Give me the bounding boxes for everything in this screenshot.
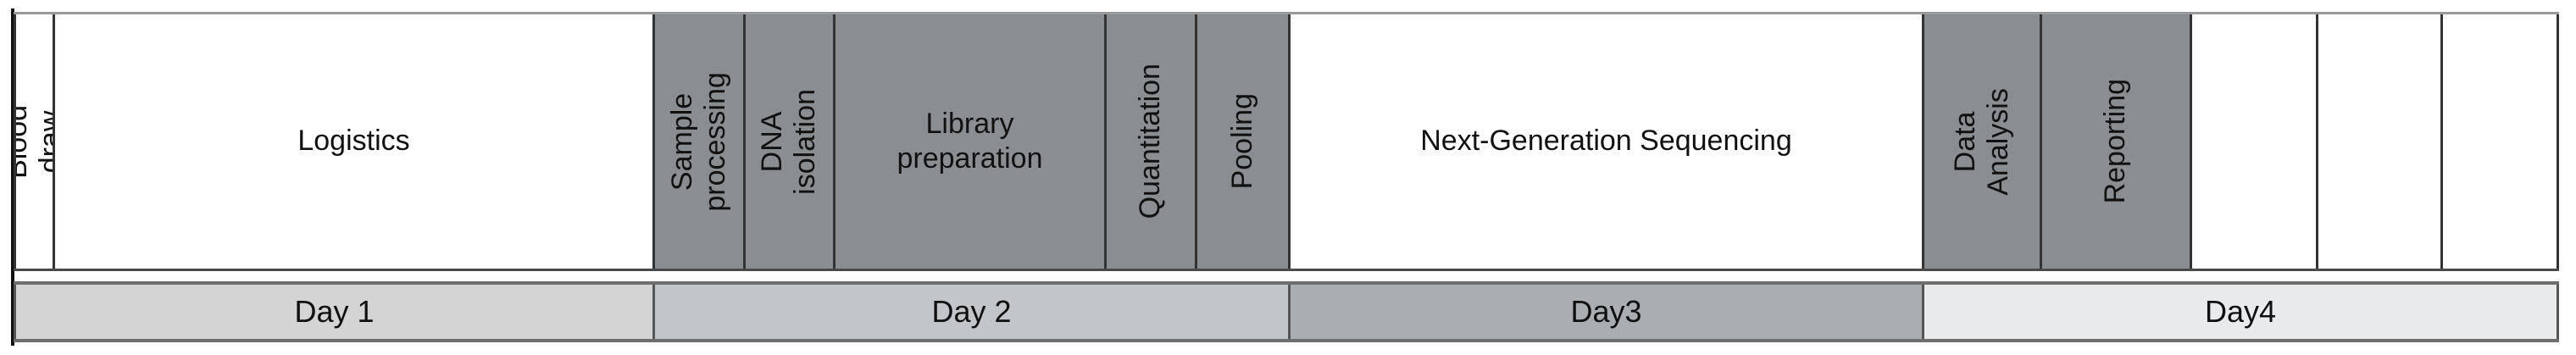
process-step-label: DNA isolation (756, 88, 822, 195)
process-step-logistics: Logistics (53, 14, 652, 269)
day-band-day-2: Day 2 (652, 285, 1288, 339)
process-step-label: Reporting (2099, 79, 2132, 204)
process-step-label: Sample processing (665, 71, 732, 212)
day-band-row: Day 1 Day 2 Day3 Day4 (14, 281, 2559, 342)
process-step-library-preparation: Library preparation (833, 14, 1104, 269)
process-step-blood-draw: Blood draw (14, 14, 53, 269)
day-band-day-1: Day 1 (14, 285, 652, 339)
process-step-label: Blood draw (14, 104, 53, 179)
process-step-empty-3 (2440, 14, 2559, 269)
process-step-label: Library preparation (897, 107, 1043, 175)
day-band-label: Day 1 (294, 294, 375, 329)
process-step-label: Data Analysis (1948, 87, 2014, 196)
process-step-row: Blood draw Logistics Sample processing DNA … (14, 12, 2559, 271)
day-band-label: Day4 (2204, 294, 2277, 329)
process-step-pooling: Pooling (1194, 14, 1288, 269)
day-band-label: Day3 (1570, 294, 1642, 329)
day-band-day-3: Day3 (1288, 285, 1922, 339)
process-step-sample-processing: Sample processing (652, 14, 743, 269)
process-step-label: Logistics (297, 125, 410, 158)
process-step-empty-1 (2189, 14, 2316, 269)
day-band-label: Day 2 (931, 294, 1012, 329)
process-step-reporting: Reporting (2039, 14, 2190, 269)
diagram-left-edge (11, 8, 14, 346)
process-step-dna-isolation: DNA isolation (743, 14, 833, 269)
process-step-next-generation-sequencing: Next-Generation Sequencing (1287, 14, 1922, 269)
process-step-data-analysis: Data Analysis (1921, 14, 2040, 269)
process-step-label: Quantitation (1134, 64, 1167, 219)
day-band-day-4: Day4 (1922, 285, 2559, 339)
process-step-label: Pooling (1225, 93, 1258, 190)
process-step-quantitation: Quantitation (1103, 14, 1195, 269)
process-step-label: Next-Generation Sequencing (1420, 125, 1792, 158)
process-step-empty-2 (2315, 14, 2440, 269)
